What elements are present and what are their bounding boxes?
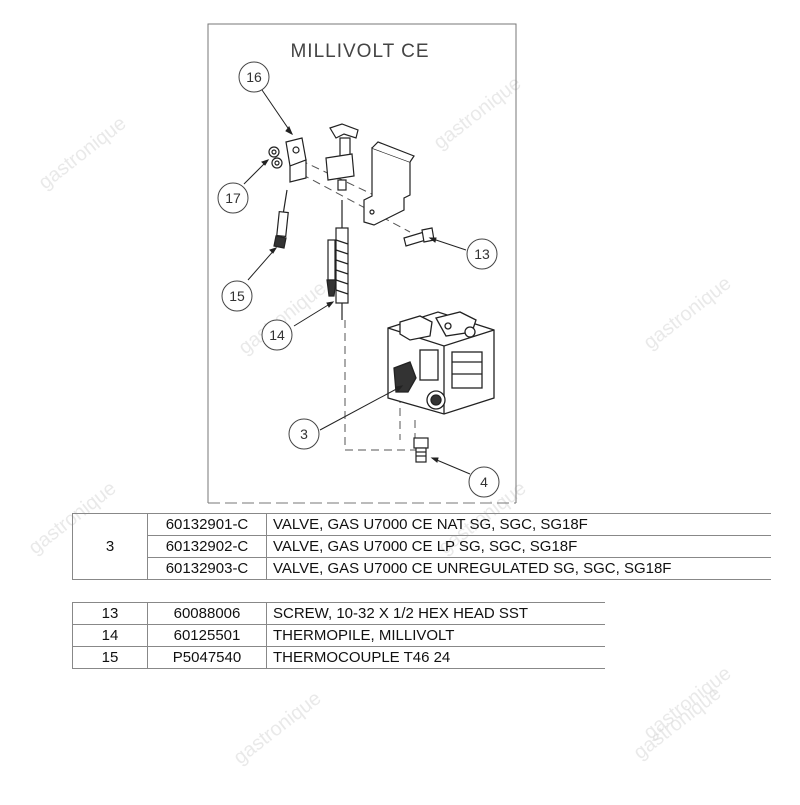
part-description: THERMOPILE, MILLIVOLT — [266, 624, 605, 647]
valves-parts-table: 3 60132901-C VALVE, GAS U7000 CE NAT SG,… — [72, 513, 771, 580]
hardware-parts-table: 13 60088006 SCREW, 10-32 X 1/2 HEX HEAD … — [72, 602, 605, 669]
table-row: 3 60132901-C VALVE, GAS U7000 CE NAT SG,… — [72, 513, 771, 580]
pilot-assembly — [325, 123, 359, 191]
item-number: 3 — [72, 513, 148, 580]
part-description: SCREW, 10-32 X 1/2 HEX HEAD SST — [266, 602, 605, 625]
part-description: VALVE, GAS U7000 CE UNREGULATED SG, SGC,… — [266, 557, 771, 580]
part-description: VALVE, GAS U7000 CE LP SG, SGC, SG18F — [266, 535, 771, 558]
callout-13: 13 — [466, 238, 498, 270]
thermopile-part-14 — [326, 200, 349, 320]
thermocouple-part-15 — [273, 189, 289, 249]
part-number: 60132903-C — [147, 557, 267, 580]
callout-label: 3 — [300, 426, 308, 442]
table-row: 60132903-C VALVE, GAS U7000 CE UNREGULAT… — [73, 557, 771, 580]
callout-15: 15 — [221, 280, 253, 312]
part-number: 60088006 — [147, 602, 267, 625]
diagram-title: MILLIVOLT CE — [290, 41, 429, 62]
callout-4: 4 — [468, 466, 500, 498]
table-row: 60132902-C VALVE, GAS U7000 CE LP SG, SG… — [73, 535, 771, 558]
callout-17: 17 — [217, 182, 249, 214]
callout-3: 3 — [288, 418, 320, 450]
part-number: 60132901-C — [147, 513, 267, 536]
item-number: 13 — [72, 602, 148, 625]
diagram-frame — [207, 23, 517, 503]
part-number: P5047540 — [147, 646, 267, 669]
item-number: 15 — [72, 646, 148, 669]
part-description: THERMOCOUPLE T46 24 — [266, 646, 605, 669]
callout-label: 15 — [229, 288, 245, 304]
leader-lines — [243, 89, 471, 475]
callout-label: 14 — [269, 327, 285, 343]
part-description: VALVE, GAS U7000 CE NAT SG, SGC, SG18F — [266, 513, 771, 536]
gas-valve-part-3 — [387, 311, 495, 415]
watermark-text: gastronique — [35, 112, 131, 194]
watermark-text: gastronique — [640, 662, 736, 744]
watermark-text: gastronique — [430, 72, 526, 154]
watermark-text: gastronique — [640, 272, 736, 354]
part-number: 60125501 — [147, 624, 267, 647]
fitting-part-4 — [413, 437, 429, 463]
watermark-text: gastronique — [230, 687, 326, 769]
table-row: 15 P5047540 THERMOCOUPLE T46 24 — [72, 646, 605, 669]
item-number: 14 — [72, 624, 148, 647]
callout-label: 17 — [225, 190, 241, 206]
nuts-part-17 — [268, 146, 283, 169]
callout-label: 4 — [480, 474, 488, 490]
part-number: 60132902-C — [147, 535, 267, 558]
callout-label: 13 — [474, 246, 490, 262]
callout-label: 16 — [246, 69, 262, 85]
table-row: 13 60088006 SCREW, 10-32 X 1/2 HEX HEAD … — [72, 602, 605, 625]
table-row: 14 60125501 THERMOPILE, MILLIVOLT — [72, 624, 605, 647]
callout-14: 14 — [261, 319, 293, 351]
bracket-part-16 — [285, 137, 307, 183]
pilot-shield — [363, 141, 415, 226]
callout-16: 16 — [238, 61, 270, 93]
assembly-lines — [289, 159, 420, 451]
